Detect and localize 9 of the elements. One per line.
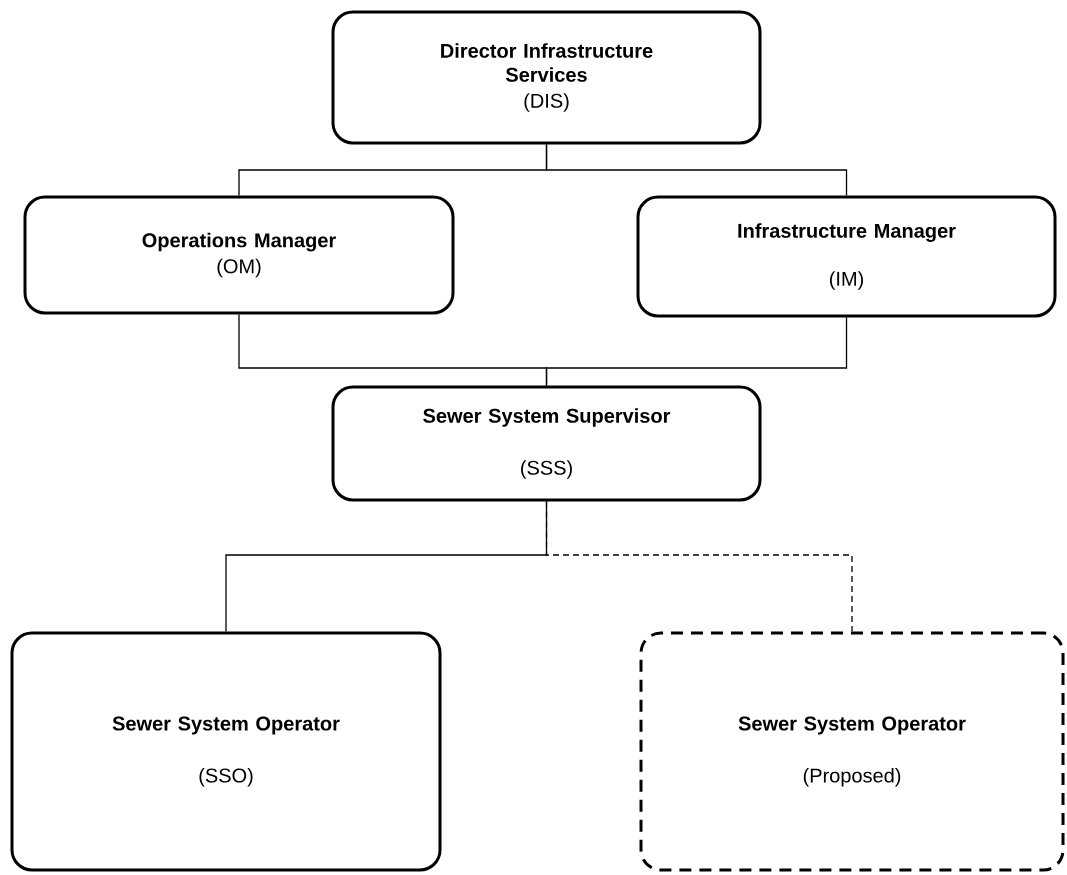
position-box: Sewer System Operator (SSO) [10,631,442,872]
position-box: Director Infrastructure Services (DIS) [331,10,762,145]
position-box: Operations Manager (OM) [23,195,455,315]
position-box: Sewer System Operator (Proposed) [639,631,1065,872]
position-box: Infrastructure Manager (IM) [636,195,1057,318]
connector-line [545,316,848,387]
connector-line [545,500,853,633]
position-box: Sewer System Supervisor (SSS) [331,385,762,502]
connector-line [545,143,848,197]
